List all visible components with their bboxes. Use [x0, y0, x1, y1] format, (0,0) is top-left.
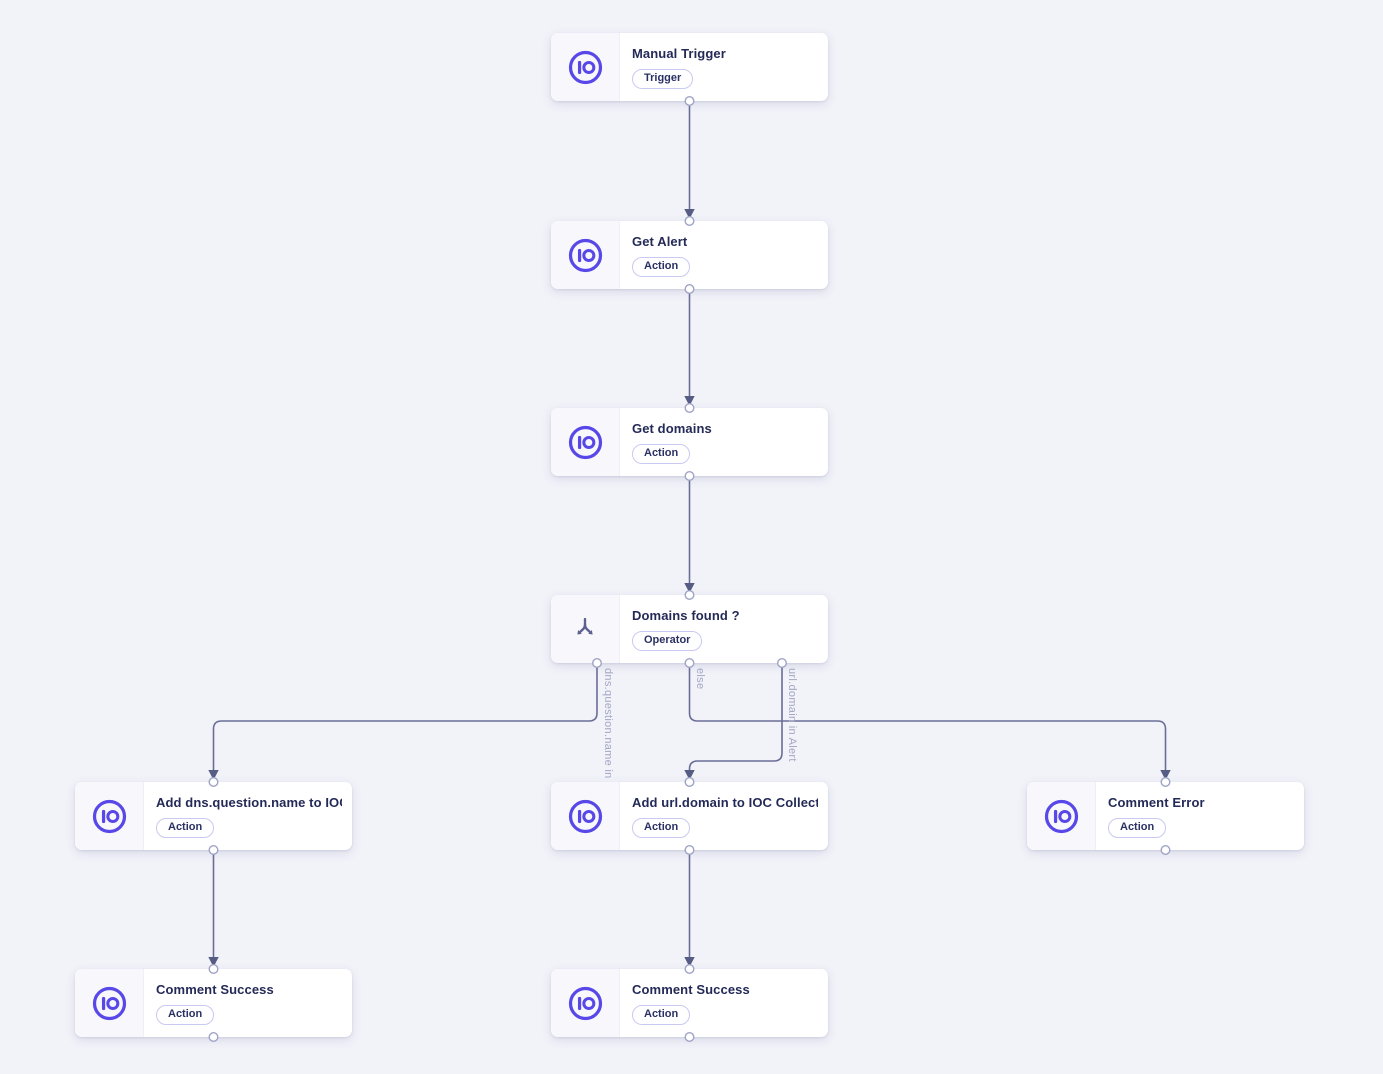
- node-add-url[interactable]: Add url.domain to IOC Collection Action: [551, 782, 828, 850]
- node-add-dns[interactable]: Add dns.question.name to IOC ... Action: [75, 782, 352, 850]
- sekoia-io-icon: [568, 50, 602, 84]
- node-body: Get domains Action: [620, 408, 828, 476]
- branch-split-icon: [577, 617, 593, 635]
- node-icon-cell: [75, 969, 144, 1037]
- node-title: Get domains: [632, 421, 712, 436]
- edge-arrowhead: [208, 770, 219, 780]
- sekoia-io-icon: [568, 799, 602, 833]
- edge-arrowhead: [684, 957, 695, 967]
- edge-arrowhead: [684, 396, 695, 406]
- edge-arrowhead: [1160, 770, 1171, 780]
- sekoia-io-icon: [568, 238, 602, 272]
- edge-arrowhead: [684, 583, 695, 593]
- node-body: Manual Trigger Trigger: [620, 33, 828, 101]
- edge-condition-label-add-url: url.domain in Alert: [786, 668, 798, 762]
- node-title: Domains found ?: [632, 608, 740, 623]
- edge-arrowhead: [684, 770, 695, 780]
- node-icon-cell: [551, 408, 620, 476]
- node-icon-cell: [75, 782, 144, 850]
- node-get-domains[interactable]: Get domains Action: [551, 408, 828, 476]
- sekoia-io-icon: [92, 799, 126, 833]
- node-type-badge: Action: [632, 1005, 691, 1025]
- edge-domains-found-to-comment-error[interactable]: [688, 663, 1167, 773]
- node-type-badge: Action: [632, 444, 691, 464]
- node-body: Get Alert Action: [620, 221, 828, 289]
- node-icon-cell: [551, 595, 620, 663]
- node-type-badge: Operator: [632, 631, 703, 651]
- node-title: Comment Success: [632, 982, 750, 997]
- node-type-badge: Action: [632, 257, 691, 277]
- node-body: Domains found ? Operator: [620, 595, 828, 663]
- edge-arrowhead: [208, 957, 219, 967]
- node-icon-cell: [551, 969, 620, 1037]
- node-title: Get Alert: [632, 234, 688, 249]
- node-comment-success-left[interactable]: Comment Success Action: [75, 969, 352, 1037]
- edge-condition-label-comment-error: else: [694, 668, 706, 690]
- node-title: Comment Error: [1108, 795, 1205, 810]
- node-body: Add url.domain to IOC Collection Action: [620, 782, 828, 850]
- node-type-badge: Action: [156, 818, 215, 838]
- edge-domains-found-to-add-dns[interactable]: [212, 663, 598, 773]
- node-body: Add dns.question.name to IOC ... Action: [144, 782, 352, 850]
- node-title: Add dns.question.name to IOC ...: [156, 795, 342, 810]
- node-title: Add url.domain to IOC Collection: [632, 795, 818, 810]
- node-title: Manual Trigger: [632, 46, 726, 61]
- node-body: Comment Success Action: [620, 969, 828, 1037]
- node-domains-found[interactable]: Domains found ? Operator: [551, 595, 828, 663]
- node-icon-cell: [551, 782, 620, 850]
- node-title: Comment Success: [156, 982, 274, 997]
- sekoia-io-icon: [1044, 799, 1078, 833]
- edge-arrowhead: [684, 209, 695, 219]
- node-icon-cell: [1027, 782, 1096, 850]
- node-type-badge: Action: [156, 1005, 215, 1025]
- node-comment-success-center[interactable]: Comment Success Action: [551, 969, 828, 1037]
- node-icon-cell: [551, 221, 620, 289]
- node-get-alert[interactable]: Get Alert Action: [551, 221, 828, 289]
- node-body: Comment Success Action: [144, 969, 352, 1037]
- sekoia-io-icon: [568, 986, 602, 1020]
- edge-condition-label-add-dns: dns.question.name in Alert: [602, 668, 614, 780]
- node-type-badge: Action: [1108, 818, 1167, 838]
- node-comment-error[interactable]: Comment Error Action: [1027, 782, 1304, 850]
- node-icon-cell: [551, 33, 620, 101]
- node-manual-trigger[interactable]: Manual Trigger Trigger: [551, 33, 828, 101]
- sekoia-io-icon: [92, 986, 126, 1020]
- sekoia-io-icon: [568, 425, 602, 459]
- node-body: Comment Error Action: [1096, 782, 1304, 850]
- node-type-badge: Action: [632, 818, 691, 838]
- node-type-badge: Trigger: [632, 69, 694, 89]
